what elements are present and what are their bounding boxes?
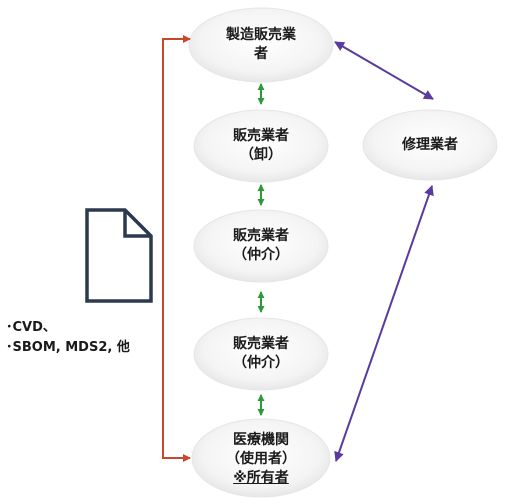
node-manufacturer: 製造販売業 者 (189, 8, 333, 82)
medical-label-line2: （使用者） (226, 450, 296, 467)
document-icon (85, 208, 153, 303)
broker2-label-line1: 販売業者 (233, 336, 289, 352)
document-label-line2: ･SBOM, MDS2, 他 (6, 340, 130, 355)
medical-ellipse (191, 418, 331, 498)
red-bracket-vertical (162, 38, 188, 459)
repairer-ellipse (362, 109, 498, 181)
wholesaler-label-line2: （卸） (240, 147, 282, 163)
broker1-label-line1: 販売業者 (233, 228, 289, 244)
node-broker-1: 販売業者 （仲介） (194, 210, 328, 282)
manufacturer-label-line2: 者 (254, 46, 268, 62)
manufacturer-ellipse (188, 7, 334, 83)
red-bracket-connector (162, 35, 191, 462)
broker2-ellipse (193, 317, 329, 391)
wholesaler-label-line1: 販売業者 (233, 128, 289, 144)
node-repairer: 修理業者 (363, 110, 497, 180)
document-label-line1: ･CVD、 (6, 320, 56, 335)
medical-label-line1: 医療機関 (233, 431, 289, 448)
manufacturer-label-line1: 製造販売業 (226, 27, 296, 43)
purple-arrows (334, 41, 434, 462)
broker2-label-line2: （仲介） (233, 355, 289, 371)
purple-arrow-medical-repairer (334, 185, 434, 462)
node-broker-2: 販売業者 （仲介） (194, 318, 328, 390)
node-medical-institution: 医療機関 （使用者） ※所有者 (192, 420, 330, 498)
repairer-label: 修理業者 (402, 136, 458, 153)
wholesaler-ellipse (193, 109, 329, 183)
medical-owner-note: ※所有者 (233, 469, 289, 486)
broker1-ellipse (193, 209, 329, 283)
broker1-label-line2: （仲介） (233, 247, 289, 263)
node-wholesaler: 販売業者 （卸） (194, 110, 328, 182)
node-shapes (188, 7, 498, 498)
purple-arrow-manufacturer-repairer (334, 41, 434, 100)
